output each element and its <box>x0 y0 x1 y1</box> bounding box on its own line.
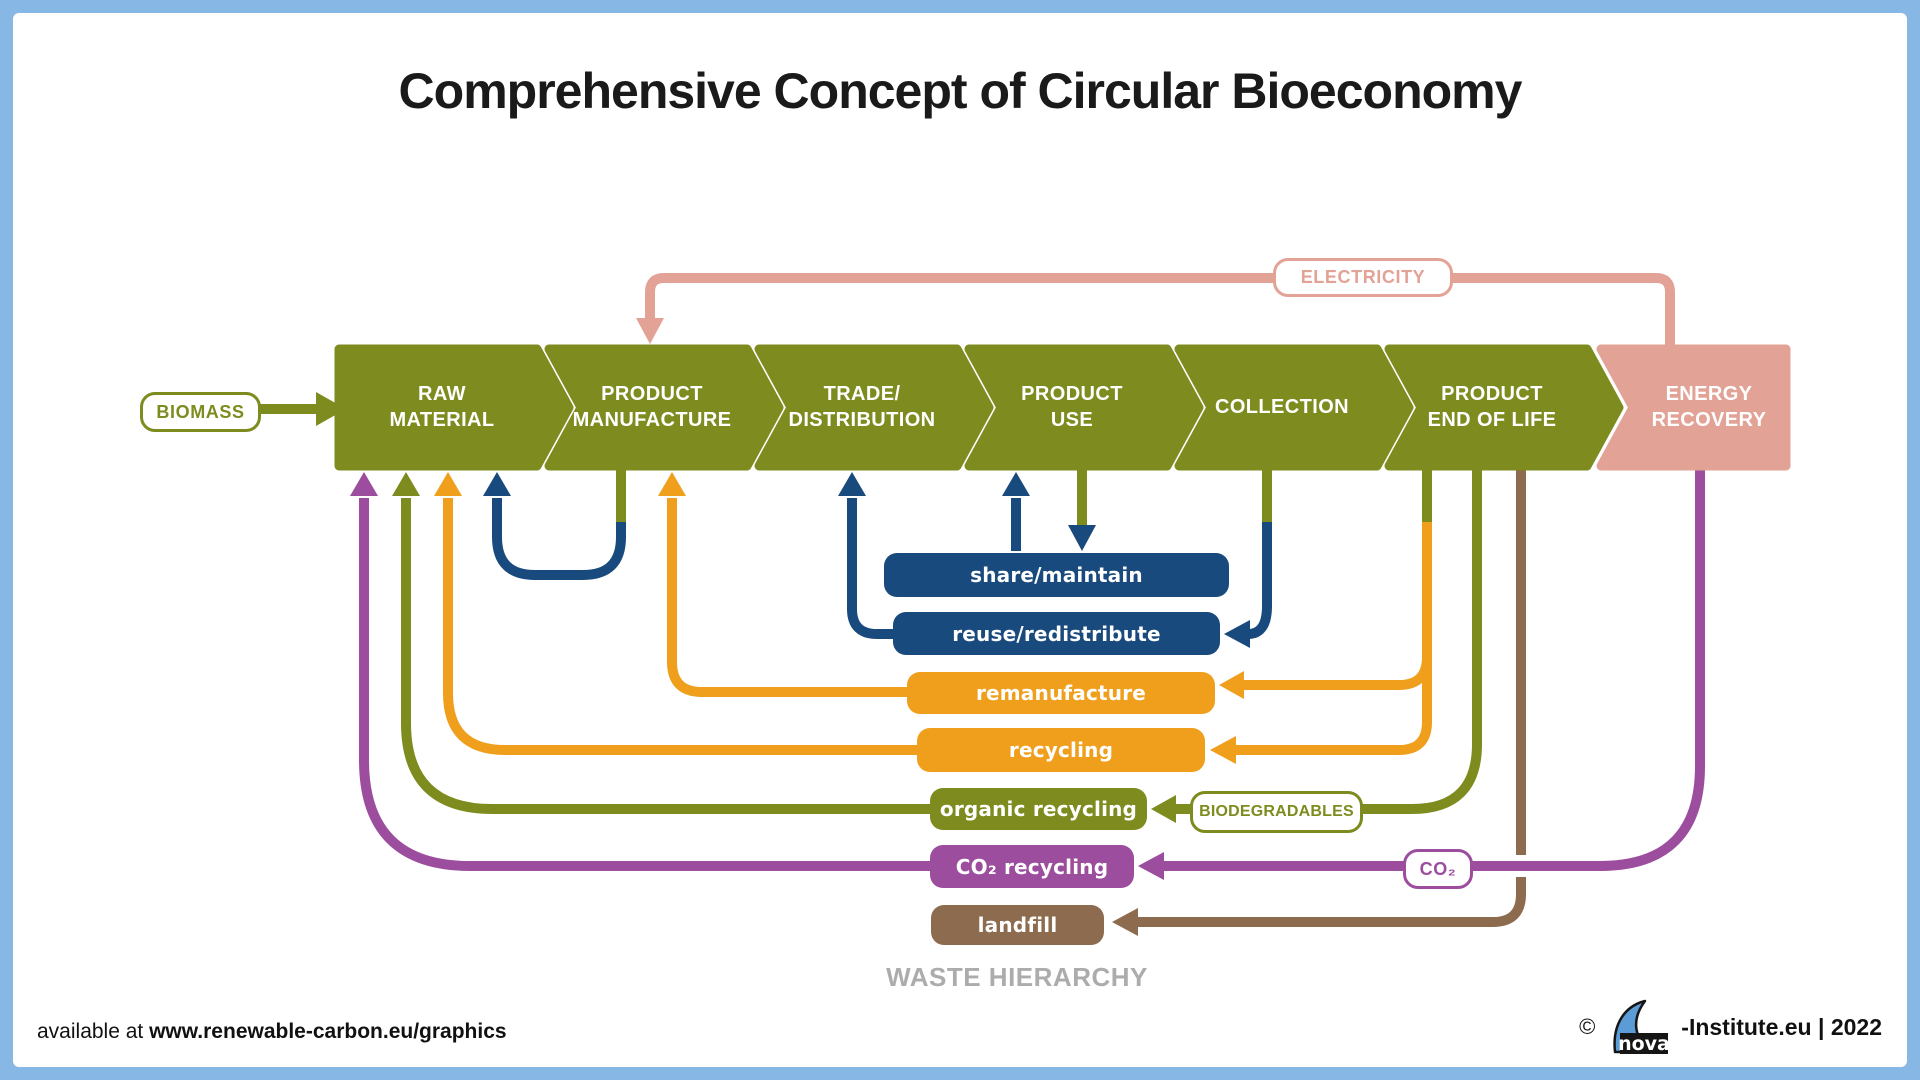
collection-to-reuse-line <box>1247 522 1272 639</box>
stage-shape-product-end-of-life <box>1384 344 1624 471</box>
availability-note: available at www.renewable-carbon.eu/gra… <box>37 1020 507 1044</box>
organic-return-line <box>401 498 930 814</box>
energy-to-co2-line <box>1164 468 1705 871</box>
nova-logo-text: nova <box>1618 1033 1670 1055</box>
loopbox-remanufacture: remanufacture <box>907 672 1215 714</box>
co2-in-arrowhead <box>1138 852 1164 880</box>
remanufacture-return-arrowhead <box>658 472 686 496</box>
co2-return-line <box>359 498 930 871</box>
biomass-pill: BIOMASS <box>140 392 261 432</box>
stage-raw-material: RAW MATERIAL <box>389 382 495 431</box>
nova-logo-box <box>1620 1033 1669 1054</box>
endoflife-to-landfill-line <box>1138 464 1526 927</box>
loopbox-reuse-redistribute: reuse/redistribute <box>893 612 1220 655</box>
copyright-block: © nova -Institute.eu | 2022 <box>1579 998 1882 1056</box>
electricity-pill: ELECTRICITY <box>1273 258 1453 297</box>
stage-shape-collection <box>1174 344 1414 471</box>
loopbox-landfill: landfill <box>931 905 1104 945</box>
share-to-use-arrowhead <box>1002 472 1030 496</box>
recycling-return-line <box>443 498 919 755</box>
loopbox-recycling: recycling <box>917 728 1205 772</box>
endoflife-to-recycling-line <box>1236 522 1432 755</box>
availability-prefix: available at <box>37 1020 150 1043</box>
stage-energy-recovery: ENERGY RECOVERY <box>1651 382 1767 431</box>
manufacture-raw-loop <box>492 498 626 580</box>
infographic-canvas <box>13 13 1907 1067</box>
co2-pill: CO₂ <box>1403 849 1473 889</box>
organic-return-arrowhead <box>392 472 420 496</box>
co2-return-arrowhead <box>350 472 378 496</box>
manufacture-raw-arrowhead <box>483 472 511 496</box>
copyright-symbol: © <box>1579 1014 1596 1039</box>
biomass-arrowhead <box>316 392 346 426</box>
electricity-flow-line <box>645 273 1675 347</box>
reuse-to-trade-line <box>847 498 895 639</box>
stage-shape-raw-material <box>334 344 574 471</box>
stage-trade-distribution: TRADE/ DISTRIBUTION <box>788 382 936 431</box>
stage-shape-product-use <box>964 344 1204 471</box>
use-to-share-arrowhead <box>1068 525 1096 551</box>
remanufacture-return-line <box>667 498 909 697</box>
stage-shape-energy-recovery <box>1596 344 1791 471</box>
collection-to-reuse-arrowhead <box>1224 620 1250 648</box>
loopbox-co2-recycling: CO₂ recycling <box>930 845 1134 888</box>
loopbox-organic-recycling: organic recycling <box>930 788 1147 830</box>
nova-institute-logo: nova <box>1613 999 1670 1055</box>
copyright-text: -Institute.eu | 2022 <box>1681 1013 1882 1040</box>
biodegradables-line <box>1174 464 1482 814</box>
recycling-return-arrowhead <box>434 472 462 496</box>
biodegradables-pill: BIODEGRADABLES <box>1190 791 1363 833</box>
organic-in-arrowhead <box>1151 795 1176 823</box>
stage-shape-product-manufacture <box>544 344 784 471</box>
stage-shape-trade-distribution <box>754 344 994 471</box>
reuse-to-trade-arrowhead <box>838 472 866 496</box>
electricity-arrowhead <box>636 318 664 344</box>
graphics-url[interactable]: www.renewable-carbon.eu/graphics <box>149 1020 507 1043</box>
stage-product-end-of-life: PRODUCT END OF LIFE <box>1427 382 1557 431</box>
landfill-in-arrowhead <box>1112 908 1138 936</box>
stage-collection: COLLECTION <box>1215 395 1349 418</box>
loopbox-share-maintain: share/maintain <box>884 553 1229 597</box>
page-title: Comprehensive Concept of Circular Bioeco… <box>398 63 1523 119</box>
recycling-in-arrowhead <box>1210 736 1236 764</box>
stage-product-use: PRODUCT USE <box>1021 382 1123 431</box>
stage-product-manufacture: PRODUCT MANUFACTURE <box>572 382 732 431</box>
endoflife-to-remanufacture-line <box>1244 650 1432 690</box>
waste-hierarchy-caption: WASTE HIERARCHY <box>886 962 1148 992</box>
remanufacture-in-arrowhead <box>1219 671 1244 699</box>
